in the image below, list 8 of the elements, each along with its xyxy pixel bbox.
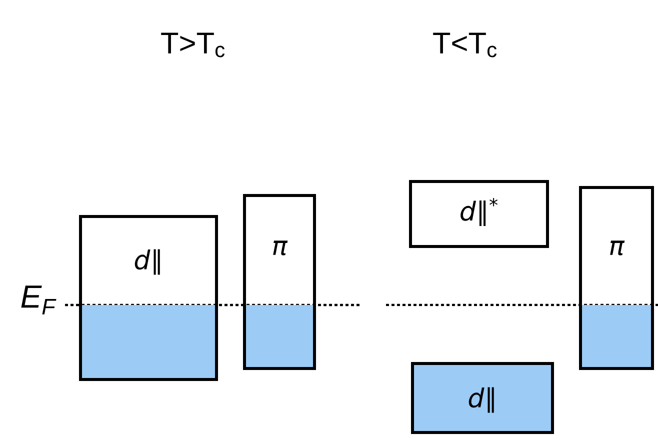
band-box: d∥	[79, 215, 218, 381]
band-box: π	[243, 194, 316, 370]
label: E$_{F}$	[19, 284, 57, 316]
label: T>T$_{c}$	[159, 32, 227, 58]
band-box: d∥	[411, 362, 554, 434]
band-box: π	[579, 186, 654, 370]
band-box: d∥$^{*}$	[409, 180, 549, 248]
label: T<T$_{c}$	[431, 32, 499, 58]
